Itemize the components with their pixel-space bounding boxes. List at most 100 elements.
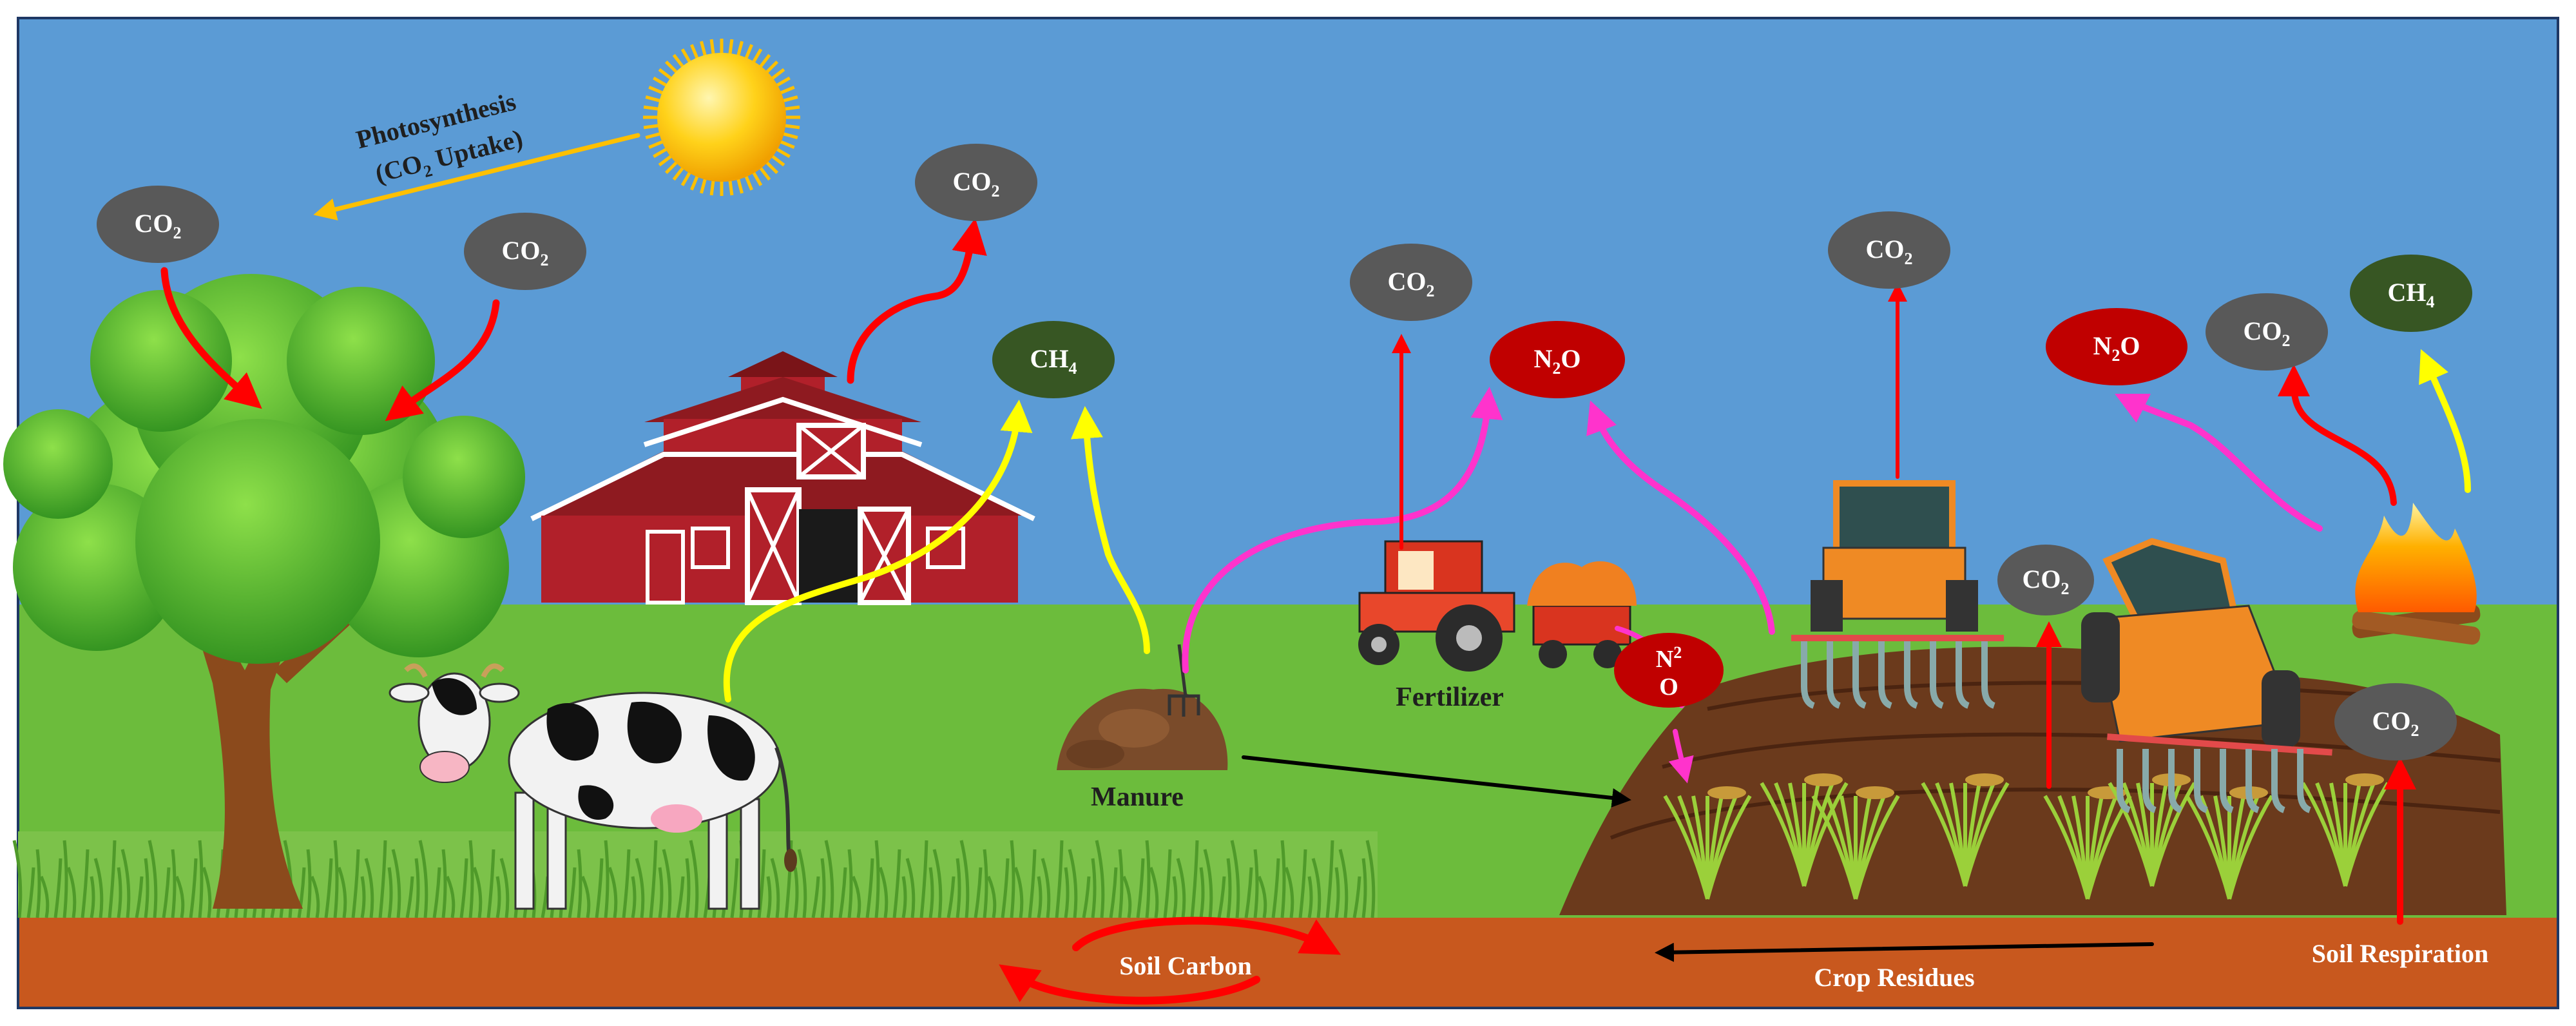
gas-bubble-fire-co2: CO2: [2206, 293, 2328, 371]
barn-co2-arrow: [847, 218, 987, 384]
photosynthesis-arrow: [313, 133, 640, 221]
gas-bubble-field-n2o: N2O: [2046, 308, 2187, 385]
gas-bubble-bg: [1490, 321, 1625, 398]
gas-sub: 4: [1069, 359, 1077, 378]
gas-sub: 2: [2282, 331, 2291, 350]
fire-n2o-arrow: [2115, 394, 2323, 532]
field-n2o-arrow: [1586, 400, 1775, 635]
gas-label: CO2: [502, 236, 549, 269]
fire-ch4-arrow: [2419, 349, 2471, 493]
gas-base: CO: [1388, 267, 1427, 296]
gas-sub: 2: [2111, 346, 2120, 365]
gas-bubble-soil-co2-b: CO2: [2334, 683, 2457, 760]
plow-tractor-icon-2: [2081, 537, 2332, 813]
gas-bubble-bg: [915, 144, 1037, 221]
co2-into-tree-arrow-2: [385, 299, 500, 421]
fire-co2-arrow: [2278, 364, 2397, 506]
gas-sub: 2: [541, 251, 549, 269]
co2-into-tree-arrow-1: [160, 267, 262, 409]
gas-bubble-bg: [992, 321, 1115, 398]
gas-base: CH: [1030, 344, 1069, 373]
gas-label: CH4: [2388, 278, 2435, 311]
gas-base: CO: [1866, 235, 1905, 264]
gas-bubble-bg: [97, 186, 219, 263]
gas-label: N2: [1656, 643, 1682, 673]
gas-bubble-bg: [1350, 244, 1472, 321]
soil-carbon-label: Soil Carbon: [1119, 951, 1252, 980]
manure-to-field-arrow: [1242, 755, 1631, 808]
gas-bubble-cow-ch4: CH4: [992, 321, 1115, 398]
gas-bubble-fire-ch4: CH4: [2350, 255, 2472, 332]
gas-bubble-bg: [2334, 683, 2457, 760]
gas-label: CO2: [2244, 316, 2291, 350]
gas-tail: O: [1659, 673, 1678, 701]
plow-tractor-icon: [1791, 480, 2004, 709]
gas-sub: 2: [2061, 579, 2070, 598]
manure-label: Manure: [1091, 782, 1184, 812]
wagon-n2o-down-arrow: [1668, 729, 1694, 784]
gas-sub: 2: [1427, 282, 1435, 300]
gas-sub: 2: [173, 224, 182, 242]
gas-base: CH: [2388, 278, 2427, 307]
gas-base: CO: [2372, 706, 2411, 735]
soil-carbon-loop-arrow-top: [1072, 916, 1341, 955]
flow-arrows: [160, 133, 2471, 1005]
crop-residues-arrow: [1655, 942, 2154, 962]
gas-bubble-bg: [2350, 255, 2472, 332]
gas-bubble-tractor-co2: CO2: [1828, 211, 1950, 289]
fertilizer-label: Fertilizer: [1396, 682, 1504, 712]
gas-bubble-barn: CO2: [915, 144, 1037, 221]
tree-icon: [3, 274, 525, 909]
gas-bubble-fert-co2: CO2: [1350, 244, 1472, 321]
crop-residues-label: Crop Residues: [1814, 963, 1974, 992]
gas-bubble-bg: [1828, 211, 1950, 289]
gas-tail: O: [1561, 344, 1581, 373]
gas-label: CO2: [1866, 235, 1913, 268]
soil-carbon-loop-arrow-bottom: [999, 964, 1260, 1005]
gas-label: CO2: [1388, 267, 1435, 300]
gas-bubble-bg: [1997, 545, 2094, 615]
gas-label: N2O: [1533, 344, 1581, 378]
gas-sub: 2: [1552, 359, 1561, 378]
gas-base: N: [1656, 646, 1673, 673]
gas-label: CH4: [1030, 344, 1077, 378]
gas-base: CO: [502, 236, 541, 265]
gas-bubble-bg: [1614, 633, 1724, 708]
manure-n2o-arrow: [1182, 387, 1503, 673]
manure-ch4-arrow: [1070, 406, 1150, 654]
gas-base: CO: [135, 209, 173, 238]
cow-icon: [389, 663, 797, 910]
gas-label: CO2: [2372, 706, 2419, 740]
gas-label: CO2: [2023, 565, 2070, 598]
gas-base: N: [2093, 331, 2111, 360]
gas-bubble-wagon-n2o: N2O: [1614, 633, 1724, 708]
fire-icon: [2352, 503, 2481, 645]
barn-icon: [530, 351, 1035, 605]
frame-border: [17, 17, 2559, 1009]
gas-tail: O: [2120, 331, 2140, 360]
gas-bubble-bg: [464, 213, 586, 290]
gas-base: CO: [953, 167, 992, 196]
gas-bubble-bg: [2206, 293, 2328, 371]
gas-label: N2O: [2093, 331, 2140, 365]
gas-bubble-tree-right: CO2: [464, 213, 586, 290]
gas-sub: 2: [1673, 643, 1682, 662]
gas-bubble-soil-co2-a: CO2: [1997, 545, 2094, 615]
cow-ch4-arrow: [723, 400, 1033, 702]
gas-label: CO2: [953, 167, 1000, 200]
tractor-icon: [1358, 540, 1515, 672]
gas-sub: 2: [2411, 721, 2419, 740]
fertilizer-wagon-icon: [1527, 561, 1637, 668]
gas-base: CO: [2023, 565, 2061, 594]
gas-base: N: [1533, 344, 1552, 373]
soil-respiration-label: Soil Respiration: [2312, 939, 2488, 968]
gas-sub: 4: [2427, 293, 2435, 311]
gas-label: CO2: [135, 209, 182, 242]
gas-base: CO: [2244, 316, 2282, 345]
sun-icon: [643, 39, 800, 196]
gas-sub: 2: [992, 182, 1000, 200]
gas-sub: 2: [1905, 249, 1913, 268]
gas-bubble-fert-n2o: N2O: [1490, 321, 1625, 398]
gas-bubble-bg: [2046, 308, 2187, 385]
